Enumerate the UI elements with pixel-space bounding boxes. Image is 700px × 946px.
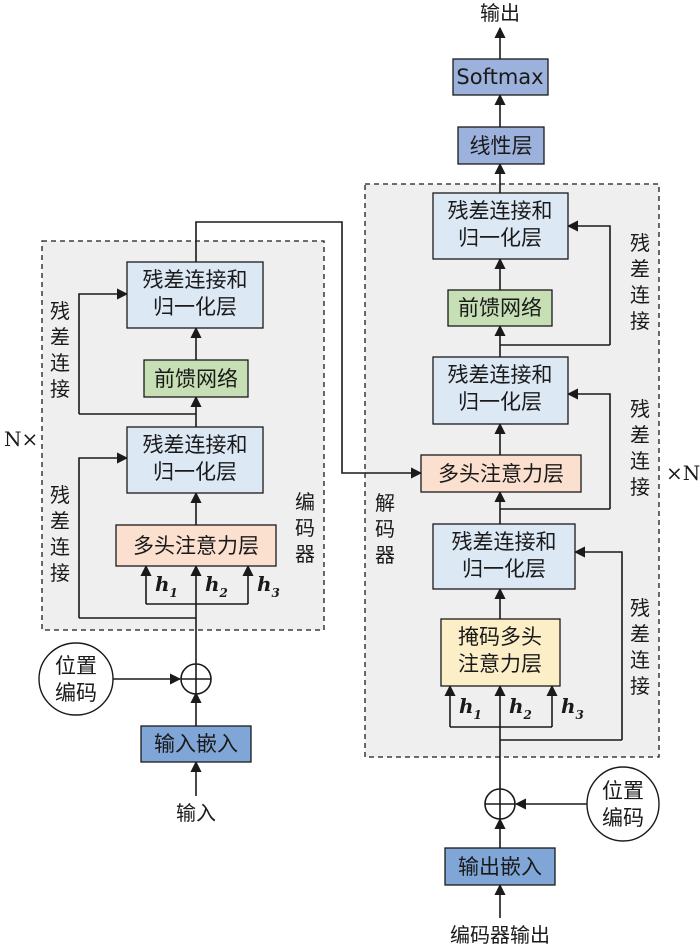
encoder-residual-bottom: 残 差 连 接 — [50, 483, 70, 585]
encoder-position-line1: 位置 — [55, 654, 97, 678]
output-label-group: 输出 — [480, 1, 520, 25]
residual-char: 残 — [630, 397, 650, 421]
residual-char: 接 — [50, 377, 70, 401]
decoder-residual-3: 残 差 连 接 — [630, 231, 650, 333]
encoder-addnorm-top-line2: 归一化层 — [153, 295, 237, 319]
encoder-head-3: h3 — [257, 572, 280, 600]
decoder-position-line1: 位置 — [602, 779, 644, 803]
dec-res1-up — [573, 546, 623, 740]
encoder-residual-top: 残 差 连 接 — [50, 299, 70, 401]
decoder-addnorm-mid-line1: 残差连接和 — [448, 363, 553, 387]
decoder-add-icon — [484, 788, 516, 820]
residual-char: 差 — [630, 257, 650, 281]
decoder-input-label: 编码器输出 — [450, 923, 550, 946]
residual-char: 残 — [50, 299, 70, 323]
encoder-head-2: h2 — [205, 572, 228, 600]
encoder-name-label: 编 码 器 — [295, 490, 315, 566]
encoder-embedding: 输入嵌入 — [140, 725, 252, 763]
encoder-ffn-label: 前馈网络 — [154, 367, 238, 391]
residual-char: 残 — [630, 231, 650, 255]
linear-label: 线性层 — [470, 134, 533, 158]
decoder-addnorm-bottom-line2: 归一化层 — [462, 557, 546, 581]
linear-box: 线性层 — [457, 126, 545, 165]
decoder-addnorm-bottom: 残差连接和 归一化层 — [432, 523, 576, 590]
residual-char: 连 — [50, 535, 70, 559]
encoder-position-encoding: 位置 编码 — [38, 642, 114, 716]
decoder-addnorm-mid-line2: 归一化层 — [458, 390, 542, 414]
connectors — [78, 26, 623, 918]
residual-char: 连 — [630, 449, 650, 473]
decoder-addnorm-mid: 残差连接和 归一化层 — [432, 356, 569, 425]
residual-char: 连 — [630, 648, 650, 672]
encoder-heads: h1 h2 h3 — [155, 572, 280, 600]
encoder-addnorm-bottom-line2: 归一化层 — [153, 460, 237, 484]
encoder-input-label: 输入 — [176, 801, 216, 825]
decoder-head-2: h2 — [509, 694, 532, 722]
decoder-addnorm-bottom-line1: 残差连接和 — [452, 530, 557, 554]
decoder-embedding: 输出嵌入 — [444, 847, 556, 886]
decoder-addnorm-top-line1: 残差连接和 — [448, 199, 553, 223]
residual-char: 接 — [50, 561, 70, 585]
decoder-position-line2: 编码 — [602, 806, 644, 830]
decoder-embedding-label: 输出嵌入 — [458, 855, 542, 879]
decoder-name-label: 解 码 器 — [375, 491, 395, 567]
decoder-residual-2: 残 差 连 接 — [630, 397, 650, 499]
softmax-label: Softmax — [456, 65, 543, 89]
decoder-ffn-label: 前馈网络 — [458, 296, 542, 320]
encoder-repeat-label: N× — [4, 427, 38, 451]
decoder-heads: h1 h2 h3 — [459, 694, 584, 722]
decoder-name-char: 解 — [375, 491, 395, 515]
encoder-embedding-label: 输入嵌入 — [154, 732, 238, 756]
encoder-addnorm-bottom: 残差连接和 归一化层 — [126, 426, 264, 494]
encoder-addnorm-top-line1: 残差连接和 — [143, 268, 248, 292]
decoder-addnorm-top-line2: 归一化层 — [458, 226, 542, 250]
decoder-ffn: 前馈网络 — [447, 289, 553, 327]
encoder-position-line2: 编码 — [55, 681, 97, 705]
decoder-head-3: h3 — [561, 694, 584, 722]
decoder-masked-attention: 掩码多头 注意力层 — [440, 618, 561, 687]
encoder-ffn: 前馈网络 — [143, 359, 249, 398]
decoder-residual-1: 残 差 连 接 — [630, 596, 650, 698]
softmax-box: Softmax — [452, 58, 549, 96]
encoder-name-char: 编 — [295, 490, 315, 514]
residual-char: 差 — [630, 423, 650, 447]
residual-char: 连 — [50, 351, 70, 375]
residual-char: 差 — [50, 325, 70, 349]
decoder-position-encoding: 位置 编码 — [586, 766, 660, 842]
encoder-addnorm-bottom-line1: 残差连接和 — [143, 433, 248, 457]
decoder-cross-attention: 多头注意力层 — [420, 454, 582, 493]
encoder-add-icon — [180, 663, 212, 695]
enc-res-top-up — [78, 288, 129, 414]
encoder-attention-label: 多头注意力层 — [133, 534, 259, 558]
decoder-repeat-label: ×N — [666, 461, 700, 485]
encoder-attention: 多头注意力层 — [115, 524, 277, 567]
dec-res2-up — [566, 388, 611, 509]
decoder-name-char: 码 — [375, 517, 395, 541]
dec-res3-up — [566, 220, 611, 345]
encoder-head-1: h1 — [155, 572, 178, 600]
encoder-name-char: 码 — [295, 516, 315, 540]
encoder-addnorm-top: 残差连接和 归一化层 — [126, 261, 264, 329]
residual-char: 差 — [50, 509, 70, 533]
residual-char: 差 — [630, 622, 650, 646]
decoder-masked-line2: 注意力层 — [458, 652, 542, 676]
residual-char: 接 — [630, 309, 650, 333]
residual-char: 残 — [630, 596, 650, 620]
decoder-head-1: h1 — [459, 694, 482, 722]
encoder-name-char: 器 — [295, 542, 315, 566]
enc-res-bottom-up — [78, 452, 129, 618]
decoder-name-char: 器 — [375, 543, 395, 567]
residual-char: 残 — [50, 483, 70, 507]
decoder-addnorm-top: 残差连接和 归一化层 — [432, 192, 569, 260]
output-label: 输出 — [480, 1, 520, 25]
decoder-cross-attention-label: 多头注意力层 — [438, 462, 564, 486]
residual-char: 接 — [630, 475, 650, 499]
residual-char: 连 — [630, 283, 650, 307]
residual-char: 接 — [630, 674, 650, 698]
decoder-masked-line1: 掩码多头 — [458, 625, 542, 649]
enc-out-to-dec — [195, 221, 423, 479]
